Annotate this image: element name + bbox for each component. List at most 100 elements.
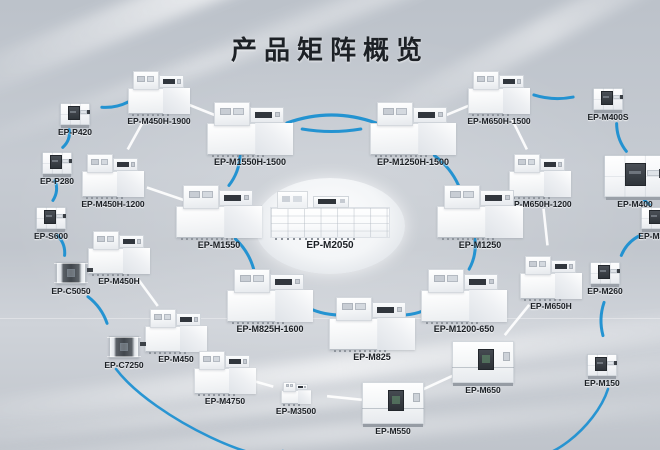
product-node-m650h1200[interactable]: EP-M650H-1200 [505,154,575,210]
product-node-hub[interactable]: EP-M2050 [270,191,390,251]
product-node-m3500[interactable]: EP-M3500 [261,381,331,417]
product-label-s600: EP-S600 [33,231,69,241]
product-label-m300: EP-M300 [638,231,660,241]
product-image-m4750 [190,351,260,396]
product-label-m1200650: EP-M1200-650 [433,324,495,334]
product-node-m1250[interactable]: EP-M1250 [437,184,523,251]
connector-line [126,118,146,151]
product-label-p280: EP-P280 [39,176,75,186]
product-label-m1250: EP-M1250 [458,240,502,250]
product-node-m650h1500[interactable]: EP-M650H-1500 [464,71,534,127]
product-node-m1550h1500[interactable]: EP-M1550H-1500 [207,101,293,168]
product-node-m260[interactable]: EP-M260 [570,262,640,297]
product-node-m1200650[interactable]: EP-M1200-650 [421,268,507,335]
product-label-m3500: EP-M3500 [275,406,317,416]
product-label-m550: EP-M550 [375,426,411,436]
product-image-m550 [358,382,428,427]
product-node-m550[interactable]: EP-M550 [358,382,428,437]
connector-line [599,300,606,338]
product-label-m450h1900: EP-M450H-1900 [127,116,191,126]
product-label-m450: EP-M450 [158,354,194,364]
product-node-m450h1200[interactable]: EP-M450H-1200 [78,154,148,210]
product-label-hub: EP-M2050 [306,240,354,251]
product-node-m450h[interactable]: EP-M450H [84,231,154,287]
connector-line [233,237,256,271]
product-image-m260 [570,262,640,287]
product-label-m650h1500: EP-M650H-1500 [467,116,531,126]
product-label-m1250h1500: EP-M1250H-1500 [376,157,450,167]
product-label-p420: EP-P420 [57,127,93,137]
product-image-m1250h1500 [370,101,456,157]
product-image-m400s [573,88,643,113]
product-node-m400[interactable]: EP-M400 [600,155,660,210]
product-label-m400s: EP-M400S [587,112,629,122]
product-node-p280[interactable]: EP-P280 [22,152,92,187]
connector-line [421,373,455,392]
product-node-m450h1900[interactable]: EP-M450H-1900 [124,71,194,127]
product-label-m450h: EP-M450H [98,276,140,286]
product-label-m650h1200: EP-M650H-1200 [508,199,572,209]
product-image-m3500 [261,381,331,406]
connector-line [55,234,67,257]
product-node-m825[interactable]: EP-M825 [329,296,415,363]
product-label-m150: EP-M150 [584,378,620,388]
product-label-m1550: EP-M1550 [197,240,241,250]
product-label-m825: EP-M825 [353,352,391,362]
product-image-c5050 [36,262,106,284]
connector-line [619,234,642,257]
product-node-c7250[interactable]: EP-C7250 [89,336,159,371]
connector-line [86,295,109,325]
product-label-m400: EP-M400 [617,199,653,209]
product-image-m450h [84,231,154,276]
product-image-m150 [567,354,637,379]
product-node-m825h1600[interactable]: EP-M825H-1600 [227,268,313,335]
connector-line [532,93,575,101]
product-node-m300[interactable]: EP-M300 [621,207,660,242]
product-node-m1250h1500[interactable]: EP-M1250H-1500 [370,101,456,168]
product-image-m825 [329,296,415,352]
product-node-s600[interactable]: EP-S600 [16,207,86,242]
product-image-m300 [621,207,660,232]
product-node-m4750[interactable]: EP-M4750 [190,351,260,407]
product-label-m1550h1500: EP-M1550H-1500 [213,157,287,167]
connector-line [300,127,363,133]
connector-line [326,394,363,402]
connector-line [510,118,529,151]
product-image-p280 [22,152,92,177]
connector-line [503,304,531,336]
product-node-m450[interactable]: EP-M450 [141,309,211,365]
product-image-m400 [600,155,660,200]
product-node-p420[interactable]: EP-P420 [40,103,110,138]
product-label-m4750: EP-M4750 [204,396,246,406]
product-image-m825h1600 [227,268,313,324]
product-node-m650[interactable]: EP-M650 [448,341,518,396]
product-node-c5050[interactable]: EP-C5050 [36,262,106,297]
product-image-m650h1200 [505,154,575,199]
product-image-hub [270,191,390,240]
connector-line [615,122,628,153]
product-image-m450h1900 [124,71,194,116]
product-image-m1250 [437,184,523,240]
product-node-m150[interactable]: EP-M150 [567,354,637,389]
product-node-m650h[interactable]: EP-M650H [516,256,586,312]
product-label-m650h: EP-M650H [530,301,572,311]
page-title: 产品矩阵概览 [230,36,429,66]
connector-line [467,237,477,271]
product-node-m1550[interactable]: EP-M1550 [176,184,262,251]
product-image-m650h [516,256,586,301]
product-image-c7250 [89,336,159,358]
product-label-m650: EP-M650 [465,385,501,395]
product-node-m400s[interactable]: EP-M400S [573,88,643,123]
connector-line [146,186,186,202]
product-image-s600 [16,207,86,232]
product-image-p420 [40,103,110,128]
product-image-m650h1500 [464,71,534,116]
product-image-m450h1200 [78,154,148,199]
connector-line [114,367,284,450]
connector-line [285,113,378,125]
product-label-c5050: EP-C5050 [51,286,91,296]
product-image-m650 [448,341,518,386]
connector-line [136,277,159,307]
